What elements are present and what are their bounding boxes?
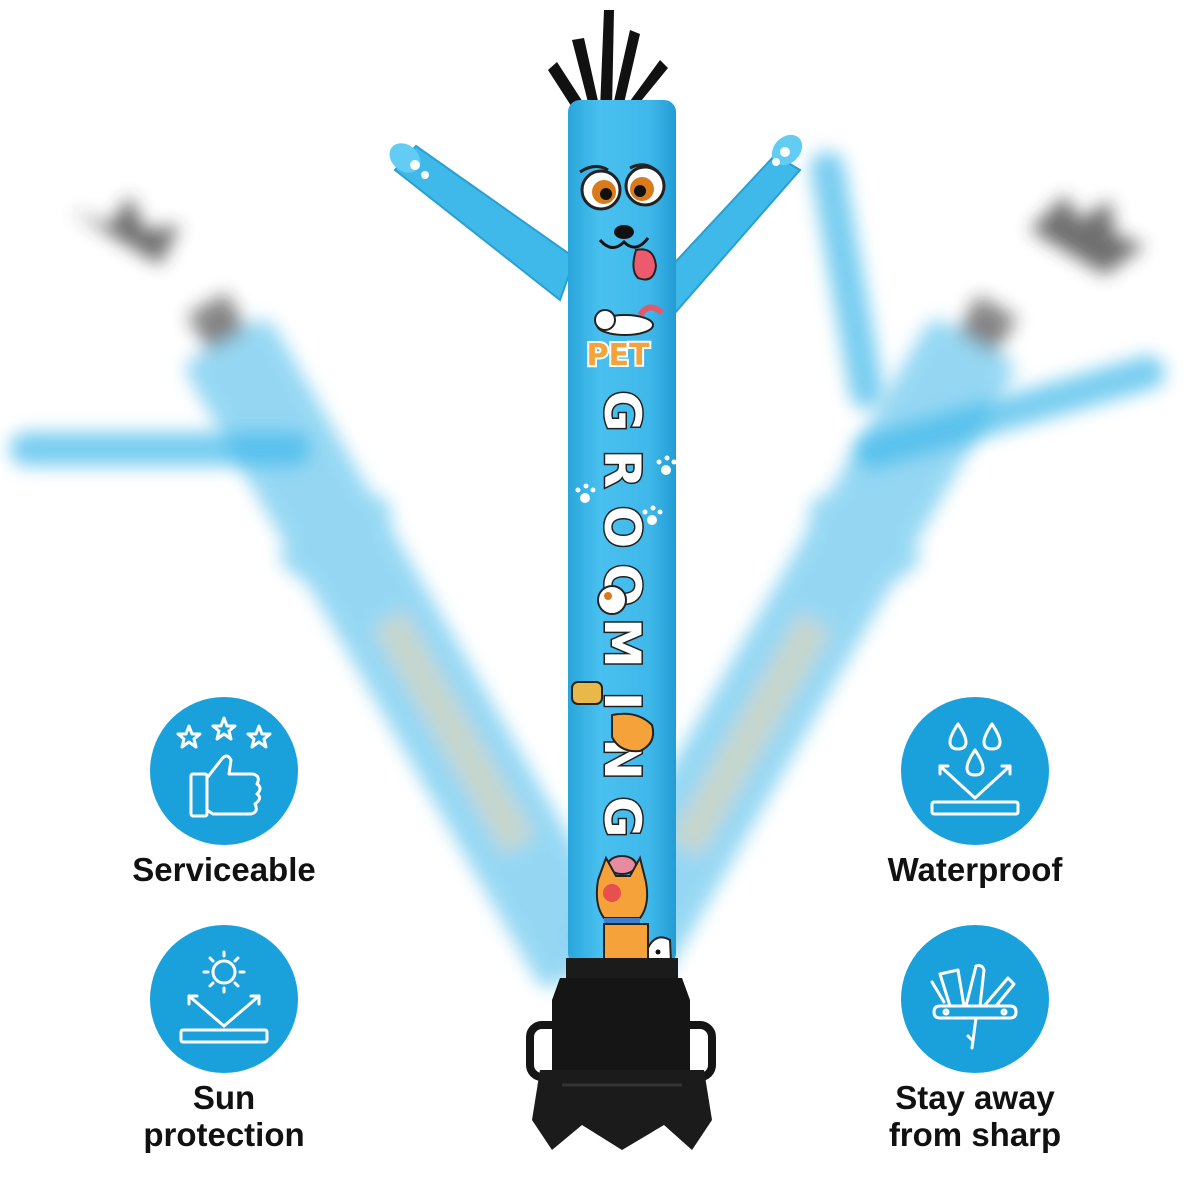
feature-badge [901, 697, 1049, 845]
motion-blur-arm-left [10, 195, 310, 466]
dryer-and-dog-decoration [571, 585, 655, 753]
feature-badge [150, 925, 298, 1073]
sun-icon [179, 950, 269, 1044]
feature-badge [150, 697, 298, 845]
feature-label-line: from sharp [888, 1116, 1062, 1153]
knife-icon [930, 964, 1018, 1050]
thumbs-up-stars-icon [176, 716, 272, 818]
blower-base [526, 958, 716, 1150]
feature-label-serviceable: Serviceable [132, 851, 316, 888]
paw-print-decorations [575, 455, 677, 525]
sleeping-cat-decoration [594, 304, 665, 336]
motion-blur-ghost-left [186, 292, 626, 988]
feature-label-waterproof: Waterproof [887, 851, 1063, 888]
feature-sun-protection: Sun protection [114, 925, 334, 1153]
water-drops-icon [930, 722, 1020, 816]
left-arm [389, 143, 577, 302]
hair-tassels [548, 10, 668, 112]
motion-blur-ghost-right [574, 294, 1018, 988]
tube-letter: M [593, 618, 651, 668]
tube-letter: G [593, 796, 651, 837]
feature-label-stay-away: Stay away from sharp [865, 1079, 1085, 1153]
feature-waterproof: Waterproof [865, 697, 1085, 888]
feature-stay-away-from-sharp: Stay away from sharp [865, 925, 1085, 1153]
tube-text-pet: PET [587, 338, 650, 373]
feature-label-line: Sun [192, 1079, 256, 1116]
tube-letter: O [593, 506, 651, 549]
feature-serviceable: Serviceable [114, 697, 334, 888]
feature-badge [901, 925, 1049, 1073]
tube-letter: I [593, 692, 651, 711]
tube-letter: R [593, 450, 651, 489]
feature-label-line: Stay away [895, 1079, 1055, 1116]
dog-face [579, 163, 666, 281]
motion-blur-arm-right [810, 151, 1165, 469]
feature-label-line: protection [143, 1116, 305, 1153]
tube-letter: G [593, 390, 651, 431]
feature-label-sun-protection: Sun protection [114, 1079, 334, 1153]
